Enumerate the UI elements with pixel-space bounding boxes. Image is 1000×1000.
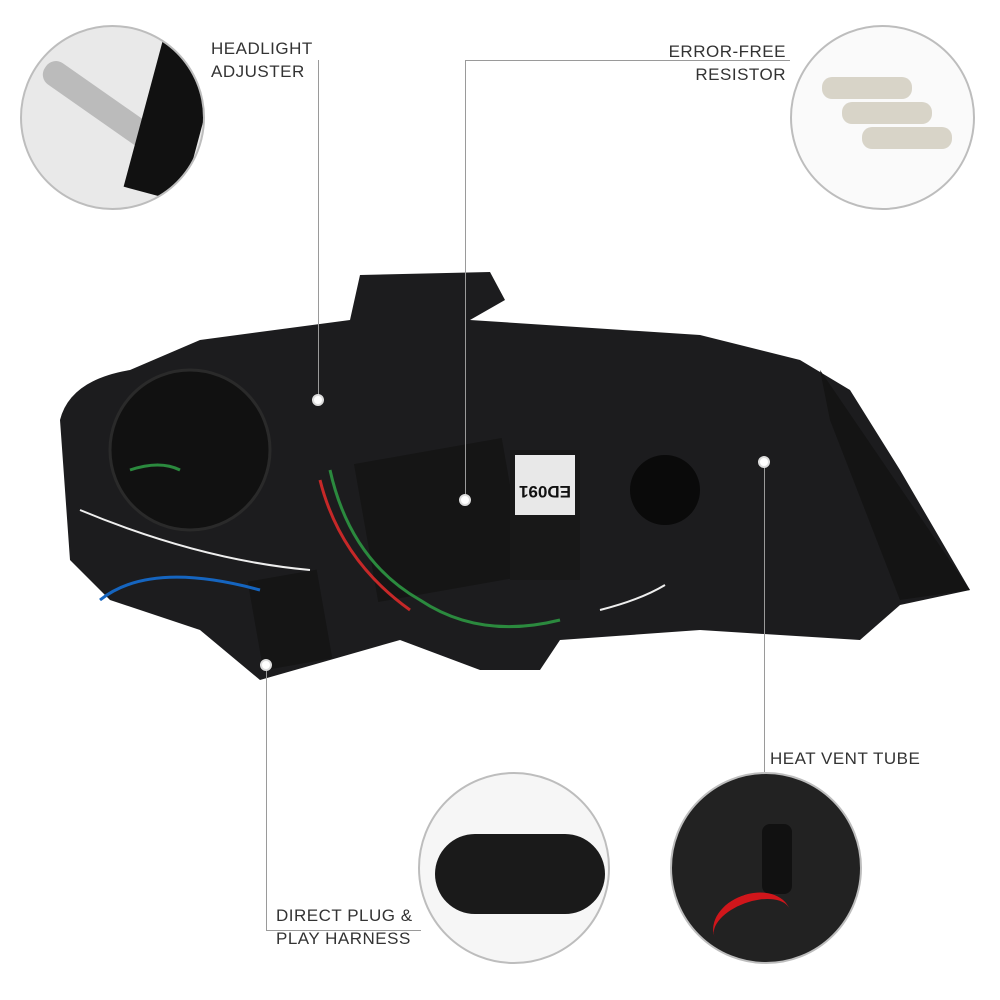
label-line: HEADLIGHT	[211, 39, 313, 58]
error-free-resistor-label: ERROR-FREE RESISTOR	[669, 40, 786, 86]
label-line: ADJUSTER	[211, 62, 305, 81]
vent-marker	[758, 456, 770, 468]
resistor-detail-image	[790, 25, 975, 210]
label-line: HEAT VENT TUBE	[770, 749, 921, 768]
label-line: RESISTOR	[695, 65, 786, 84]
label-line: ERROR-FREE	[668, 42, 786, 61]
headlight-adjuster-label: HEADLIGHT ADJUSTER	[211, 37, 313, 83]
label-line: DIRECT PLUG &	[276, 906, 413, 925]
adjuster-marker	[312, 394, 324, 406]
harness-marker	[260, 659, 272, 671]
direct-plug-harness-label: DIRECT PLUG & PLAY HARNESS	[276, 904, 413, 950]
adjuster-detail-image	[20, 25, 205, 210]
harness-detail-image	[418, 772, 610, 964]
vent-detail-image	[670, 772, 862, 964]
module-label: ED091	[519, 482, 571, 501]
resistor-marker	[459, 494, 471, 506]
heat-vent-tube-label: HEAT VENT TUBE	[770, 747, 920, 770]
label-line: PLAY HARNESS	[276, 929, 411, 948]
